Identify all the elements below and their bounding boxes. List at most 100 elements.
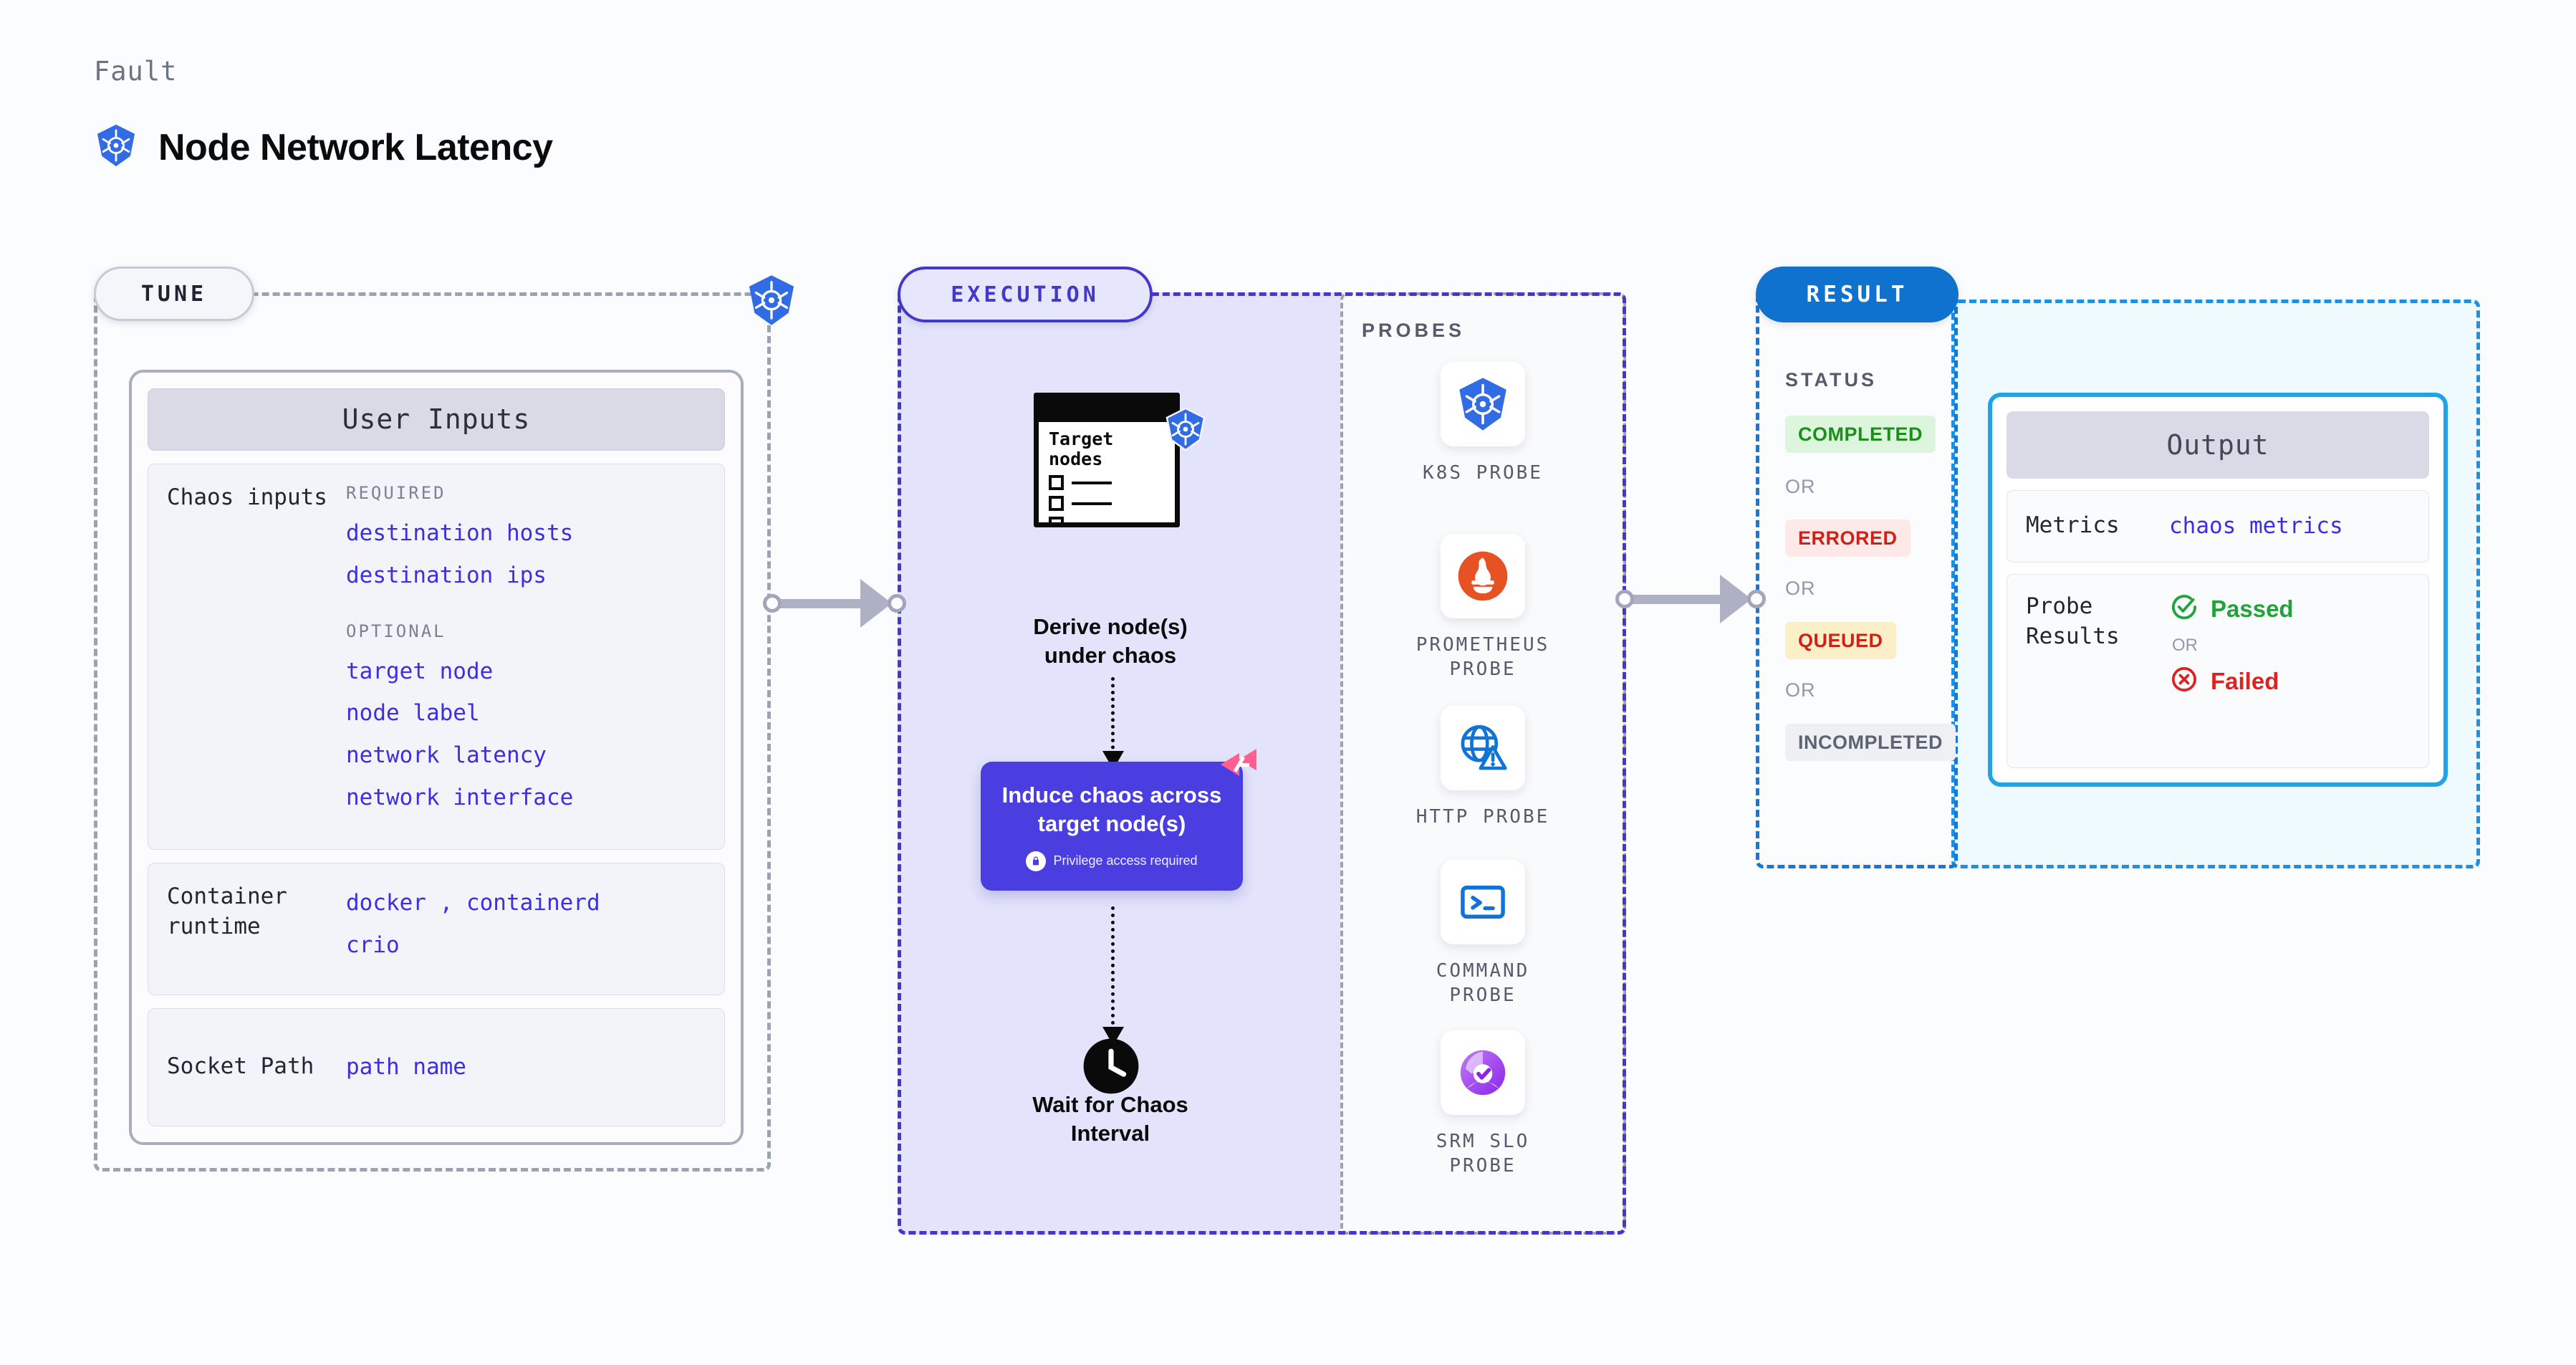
metrics-value[interactable]: chaos metrics bbox=[2169, 513, 2343, 540]
status-badge-errored: ERRORED bbox=[1785, 519, 1911, 557]
lock-icon bbox=[1026, 851, 1047, 871]
socket-path-label: Socket Path bbox=[167, 1053, 314, 1080]
node-caption-wait-interval: Wait for Chaos Interval bbox=[1032, 1092, 1188, 1146]
card-titlebar bbox=[1039, 398, 1175, 422]
connector-start-dot bbox=[763, 594, 782, 613]
runtime-values-secondary[interactable]: crio bbox=[346, 932, 400, 959]
input-network-interface[interactable]: network interface bbox=[346, 785, 574, 811]
fault-title-row: Node Network Latency bbox=[94, 123, 553, 171]
probe-srm-slo[interactable]: SRM SLO PROBE bbox=[1386, 1030, 1580, 1179]
metrics-label: Metrics bbox=[2026, 512, 2120, 539]
harness-chaos-icon bbox=[1218, 746, 1259, 783]
list-item bbox=[1049, 496, 1165, 511]
or-separator: OR bbox=[1785, 476, 1816, 497]
probe-label: PROMETHEUS PROBE bbox=[1416, 634, 1550, 681]
result-passed: Passed bbox=[2169, 592, 2294, 626]
socket-path-section: Socket Path path name bbox=[148, 1007, 725, 1126]
flow-connector-line bbox=[1111, 906, 1115, 1032]
failed-label: Failed bbox=[2211, 667, 2279, 694]
connector-tune-to-execution bbox=[763, 579, 906, 628]
passed-label: Passed bbox=[2211, 595, 2294, 622]
connector-end-dot bbox=[888, 594, 906, 613]
status-section-title: STATUS bbox=[1785, 369, 1877, 391]
or-separator: OR bbox=[2172, 636, 2198, 656]
user-inputs-title: User Inputs bbox=[148, 388, 725, 451]
kubernetes-icon bbox=[1163, 407, 1208, 451]
status-badge-incompleted: INCOMPLETED bbox=[1785, 724, 1956, 761]
target-nodes-list bbox=[1049, 475, 1165, 526]
output-title: Output bbox=[2007, 411, 2429, 479]
probe-prometheus[interactable]: PROMETHEUS PROBE bbox=[1386, 534, 1580, 682]
terminal-icon bbox=[1441, 860, 1525, 944]
fault-eyebrow-label: Fault bbox=[94, 56, 178, 87]
probe-k8s[interactable]: K8S PROBE bbox=[1386, 362, 1580, 485]
connector-arrowhead bbox=[860, 579, 892, 628]
kubernetes-icon bbox=[94, 123, 138, 171]
globe-alert-icon bbox=[1441, 706, 1525, 790]
kubernetes-icon bbox=[1441, 362, 1525, 446]
placeholder-line bbox=[1072, 523, 1112, 526]
prometheus-icon bbox=[1441, 534, 1525, 618]
privilege-note-text: Privilege access required bbox=[1053, 853, 1198, 868]
flow-connector-line bbox=[1111, 677, 1115, 756]
target-nodes-title: Target nodes bbox=[1049, 428, 1114, 469]
status-badge-completed: COMPLETED bbox=[1785, 416, 1936, 453]
srm-slo-icon bbox=[1441, 1030, 1525, 1115]
input-node-label[interactable]: node label bbox=[346, 700, 480, 727]
stage-pill-execution[interactable]: EXECUTION bbox=[898, 267, 1153, 322]
runtime-values-primary[interactable]: docker , containerd bbox=[346, 890, 600, 916]
chaos-inputs-label: Chaos inputs bbox=[167, 484, 327, 510]
optional-label: OPTIONAL bbox=[346, 621, 446, 641]
list-item bbox=[1049, 475, 1165, 490]
connector-arrowhead bbox=[1720, 575, 1751, 623]
probes-section-title: PROBES bbox=[1362, 320, 1466, 341]
user-inputs-card: User Inputs Chaos inputs REQUIRED destin… bbox=[129, 370, 744, 1145]
input-destination-ips[interactable]: destination ips bbox=[346, 562, 547, 588]
connector-execution-to-result bbox=[1615, 575, 1766, 623]
checkbox-icon bbox=[1049, 475, 1064, 490]
connector-end-dot bbox=[1747, 590, 1766, 608]
checkbox-icon bbox=[1049, 517, 1064, 522]
probe-command[interactable]: COMMAND PROBE bbox=[1386, 860, 1580, 1008]
page-title: Node Network Latency bbox=[158, 126, 553, 168]
status-badge-queued: QUEUED bbox=[1785, 622, 1896, 659]
metrics-section: Metrics chaos metrics bbox=[2007, 489, 2429, 563]
container-runtime-section: Container runtime docker , containerd cr… bbox=[148, 863, 725, 995]
connector-line bbox=[1630, 594, 1724, 604]
or-separator: OR bbox=[1785, 578, 1816, 599]
privilege-note: Privilege access required bbox=[1026, 851, 1198, 871]
connector-line bbox=[777, 598, 865, 608]
node-induce-chaos[interactable]: Induce chaos across target node(s) Privi… bbox=[981, 762, 1243, 891]
probe-results-label: Probe Results bbox=[2026, 593, 2120, 649]
probe-label: HTTP PROBE bbox=[1416, 806, 1550, 828]
check-circle-icon bbox=[2169, 592, 2199, 626]
input-target-node[interactable]: target node bbox=[346, 658, 494, 684]
or-separator: OR bbox=[1785, 679, 1816, 701]
input-destination-hosts[interactable]: destination hosts bbox=[346, 519, 574, 546]
probe-label: COMMAND PROBE bbox=[1436, 960, 1530, 1007]
placeholder-line bbox=[1072, 502, 1112, 505]
execution-region bbox=[898, 292, 1626, 1235]
probe-label: K8S PROBE bbox=[1423, 462, 1543, 484]
socket-path-value[interactable]: path name bbox=[346, 1053, 466, 1080]
probe-results-section: Probe Results Passed OR Failed bbox=[2007, 574, 2429, 768]
x-circle-icon bbox=[2169, 664, 2199, 698]
input-network-latency[interactable]: network latency bbox=[346, 742, 547, 769]
kubernetes-icon bbox=[745, 274, 798, 327]
result-failed: Failed bbox=[2169, 664, 2294, 698]
clock-icon bbox=[1082, 1038, 1140, 1095]
probe-http[interactable]: HTTP PROBE bbox=[1386, 706, 1580, 829]
tune-region bbox=[94, 292, 771, 1172]
chaos-inputs-section: Chaos inputs REQUIRED destination hosts … bbox=[148, 463, 725, 851]
placeholder-line bbox=[1072, 481, 1112, 484]
checkbox-icon bbox=[1049, 496, 1064, 511]
stage-pill-result[interactable]: RESULT bbox=[1756, 267, 1959, 322]
required-label: REQUIRED bbox=[346, 482, 446, 503]
stage-pill-tune[interactable]: TUNE bbox=[94, 267, 254, 321]
output-card: Output Metrics chaos metrics Probe Resul… bbox=[1988, 393, 2448, 787]
node-caption-derive-nodes: Derive node(s) under chaos bbox=[1033, 614, 1188, 668]
connector-start-dot bbox=[1615, 590, 1634, 608]
induce-chaos-caption: Induce chaos across target node(s) bbox=[1001, 782, 1222, 836]
container-runtime-label: Container runtime bbox=[167, 883, 287, 940]
